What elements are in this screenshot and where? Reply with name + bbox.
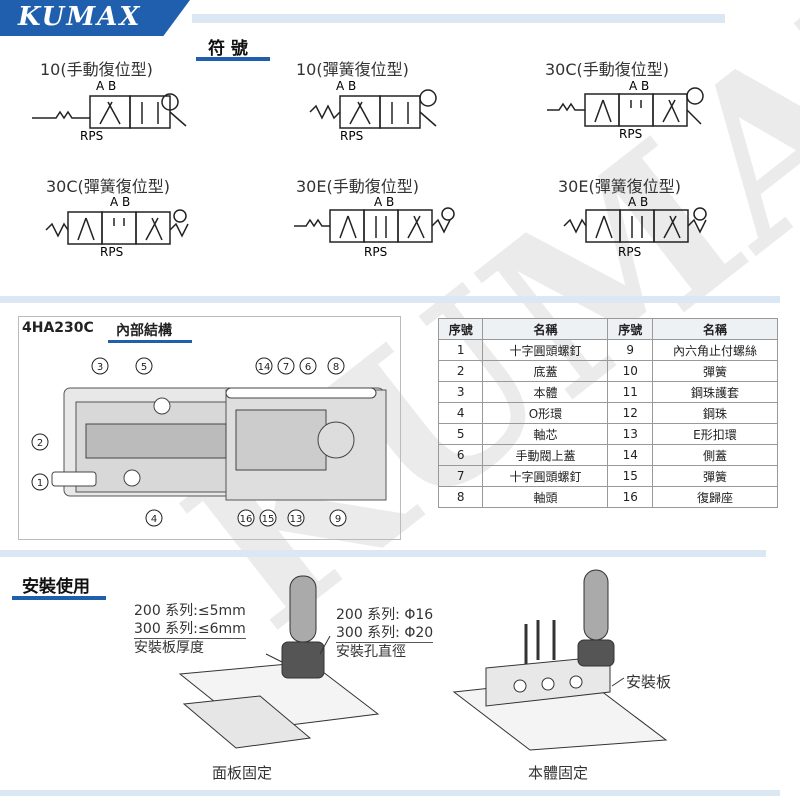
svg-text:RPS: RPS bbox=[100, 245, 123, 259]
structure-title: 內部結構 bbox=[116, 323, 172, 339]
svg-text:RPS: RPS bbox=[340, 129, 363, 143]
svg-text:14: 14 bbox=[258, 362, 271, 373]
svg-text:8: 8 bbox=[333, 362, 339, 373]
svg-text:A B: A B bbox=[374, 195, 394, 209]
svg-text:6: 6 bbox=[305, 362, 311, 373]
model-number: 4HA230C bbox=[22, 320, 94, 336]
installation-title-underline bbox=[12, 596, 106, 600]
symbol-label: 30E(手動復位型) bbox=[296, 177, 419, 196]
brand-logo: KUMAX bbox=[0, 0, 190, 36]
symbol-label: 30E(彈簧復位型) bbox=[558, 177, 681, 196]
col-header: 序號 bbox=[607, 318, 653, 340]
svg-text:A B: A B bbox=[96, 79, 116, 93]
symbol-label: 30C(彈簧復位型) bbox=[46, 177, 171, 196]
svg-text:16: 16 bbox=[240, 514, 253, 525]
valve-symbol-10-manual: A B RPS bbox=[32, 79, 187, 143]
col-header: 名稱 bbox=[482, 318, 609, 340]
svg-text:RPS: RPS bbox=[618, 245, 641, 259]
svg-text:2: 2 bbox=[37, 438, 43, 449]
valve-symbol-30c-manual: A B RPS bbox=[547, 79, 704, 141]
symbols-title: 符 號 bbox=[208, 39, 248, 59]
symbol-label: 10(手動復位型) bbox=[40, 60, 153, 79]
valve-symbol-30e-manual: A B RPS bbox=[294, 195, 455, 259]
svg-text:15: 15 bbox=[262, 514, 275, 525]
footer-divider bbox=[0, 790, 780, 796]
svg-text:7: 7 bbox=[283, 362, 289, 373]
svg-text:1: 1 bbox=[37, 478, 43, 489]
valve-symbol-30c-spring: A B RPS bbox=[45, 195, 189, 259]
section-divider bbox=[0, 550, 766, 557]
valve-symbol-30e-spring: A B RPS bbox=[563, 195, 707, 259]
header-bar bbox=[192, 14, 725, 23]
svg-text:3: 3 bbox=[97, 362, 103, 373]
structure-panel bbox=[18, 316, 401, 540]
internal-structure-diagram: 3 5 14 7 6 8 2 1 4 16 15 13 9 bbox=[31, 357, 387, 527]
caption-body-mount: 本體固定 bbox=[528, 764, 589, 782]
valve-symbol-10-spring: A B RPS bbox=[309, 79, 437, 143]
plate-label: 安裝板 bbox=[626, 673, 672, 691]
installation-title: 安裝使用 bbox=[22, 577, 90, 597]
svg-text:4: 4 bbox=[151, 514, 157, 525]
svg-text:5: 5 bbox=[141, 362, 147, 373]
col-header: 序號 bbox=[437, 318, 484, 340]
svg-text:RPS: RPS bbox=[364, 245, 387, 259]
symbols-title-underline bbox=[196, 57, 270, 61]
thickness-note: 200 系列:≤5mm 300 系列:≤6mm 安裝板厚度 bbox=[134, 603, 246, 656]
svg-text:A B: A B bbox=[110, 195, 130, 209]
body-mount-illustration bbox=[452, 569, 668, 751]
symbol-label: 30C(手動復位型) bbox=[545, 60, 670, 79]
svg-text:A B: A B bbox=[629, 79, 649, 93]
svg-text:A B: A B bbox=[628, 195, 648, 209]
section-divider bbox=[0, 296, 780, 303]
caption-panel-mount: 面板固定 bbox=[212, 764, 273, 782]
svg-text:9: 9 bbox=[335, 514, 341, 525]
svg-text:RPS: RPS bbox=[619, 127, 642, 141]
svg-text:13: 13 bbox=[290, 514, 303, 525]
symbol-label: 10(彈簧復位型) bbox=[296, 60, 409, 79]
table-header-row: 序號 名稱 序號 名稱 bbox=[437, 318, 779, 340]
hole-note: 200 系列: Φ16 300 系列: Φ20 安裝孔直徑 bbox=[336, 607, 434, 660]
svg-text:A B: A B bbox=[336, 79, 356, 93]
svg-text:RPS: RPS bbox=[80, 129, 103, 143]
structure-title-underline bbox=[108, 340, 192, 343]
panel-mount-illustration bbox=[178, 575, 380, 749]
col-header: 名稱 bbox=[651, 318, 779, 340]
